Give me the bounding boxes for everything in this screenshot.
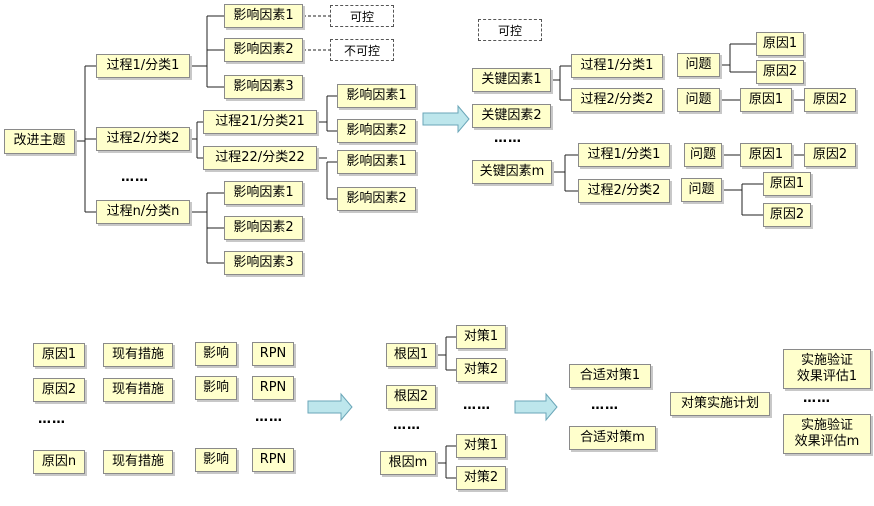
verification-line: 实施验证: [800, 417, 853, 433]
uncontrollable-tag: 不可控: [330, 39, 394, 61]
problem-node: 问题: [684, 143, 722, 167]
cause-node: 原因2: [763, 203, 811, 227]
factor-node: 影响因素1: [224, 4, 303, 28]
controllable-tag: 可控: [330, 5, 394, 27]
existing-measure-node: 现有措施: [103, 450, 173, 474]
ellipsis: ……: [494, 131, 522, 146]
key-factor-node: 关键因素1: [472, 68, 551, 92]
rpn-node: RPN: [252, 448, 294, 472]
problem-node: 问题: [681, 178, 722, 202]
suitable-countermeasure-node: 合适对策1: [569, 364, 651, 388]
factor-node: 影响因素2: [337, 119, 416, 143]
cause-node: 原因1: [740, 88, 792, 112]
impact-node: 影响: [195, 448, 237, 472]
controllable-tag: 可控: [478, 19, 542, 41]
cause-node: 原因1: [33, 343, 85, 367]
evaluation-line: 效果评估m: [794, 434, 860, 449]
factor-node: 影响因素1: [337, 150, 416, 174]
subprocess-22-node: 过程22/分类22: [203, 146, 317, 170]
root-cause-node: 根因m: [380, 451, 436, 475]
flow-arrows: [307, 104, 558, 422]
ellipsis: ……: [591, 398, 619, 413]
implementation-plan-node: 对策实施计划: [670, 392, 770, 416]
ellipsis: ……: [393, 418, 421, 433]
rpn-node: RPN: [252, 342, 294, 366]
cause-node: 原因1: [740, 143, 792, 167]
ellipsis: ……: [803, 391, 831, 406]
ellipsis: ……: [463, 398, 491, 413]
ellipsis: ……: [121, 170, 149, 185]
process-n-node: 过程n/分类n: [96, 200, 190, 224]
verification-line: 实施验证: [800, 352, 853, 368]
factor-node: 影响因素2: [224, 216, 303, 240]
root-topic-node: 改进主题: [4, 129, 75, 154]
right-process-node: 过程1/分类1: [578, 143, 670, 167]
root-cause-node: 根因1: [386, 343, 436, 367]
cause-node: 原因2: [33, 378, 85, 402]
factor-node: 影响因素2: [224, 38, 303, 62]
key-factor-node: 关键因素m: [472, 160, 552, 184]
impact-node: 影响: [195, 342, 237, 366]
process-1-node: 过程1/分类1: [96, 54, 190, 78]
evaluation-line: 效果评估1: [796, 369, 858, 384]
subprocess-21-node: 过程21/分类21: [203, 110, 317, 134]
factor-node: 影响因素3: [224, 251, 303, 275]
cause-node: 原因1: [756, 32, 804, 56]
countermeasure-node: 对策1: [456, 434, 506, 458]
right-process-node: 过程1/分类1: [571, 54, 663, 78]
ellipsis: ……: [255, 410, 283, 425]
impact-node: 影响: [195, 376, 237, 400]
verification-node: 实施验证 效果评估m: [783, 414, 871, 454]
rpn-node: RPN: [252, 376, 294, 400]
cause-node: 原因n: [33, 450, 85, 474]
cause-node: 原因2: [756, 60, 804, 84]
right-process-node: 过程2/分类2: [578, 179, 670, 203]
countermeasure-node: 对策2: [456, 466, 506, 490]
countermeasure-node: 对策1: [456, 325, 506, 349]
factor-node: 影响因素3: [224, 75, 303, 99]
process-2-node: 过程2/分类2: [96, 127, 190, 151]
problem-node: 问题: [677, 88, 720, 112]
existing-measure-node: 现有措施: [103, 343, 173, 367]
factor-node: 影响因素2: [337, 187, 416, 211]
problem-node: 问题: [677, 53, 720, 77]
cause-node: 原因1: [763, 172, 811, 196]
verification-node: 实施验证 效果评估1: [783, 349, 871, 389]
cause-node: 原因2: [804, 143, 856, 167]
cause-node: 原因2: [804, 88, 856, 112]
factor-node: 影响因素1: [337, 84, 416, 108]
root-cause-node: 根因2: [386, 385, 436, 409]
ellipsis: ……: [38, 412, 66, 427]
suitable-countermeasure-node: 合适对策m: [569, 426, 656, 450]
key-factor-node: 关键因素2: [472, 104, 551, 128]
countermeasure-node: 对策2: [456, 358, 506, 382]
right-process-node: 过程2/分类2: [571, 88, 663, 112]
factor-node: 影响因素1: [224, 181, 303, 205]
existing-measure-node: 现有措施: [103, 378, 173, 402]
